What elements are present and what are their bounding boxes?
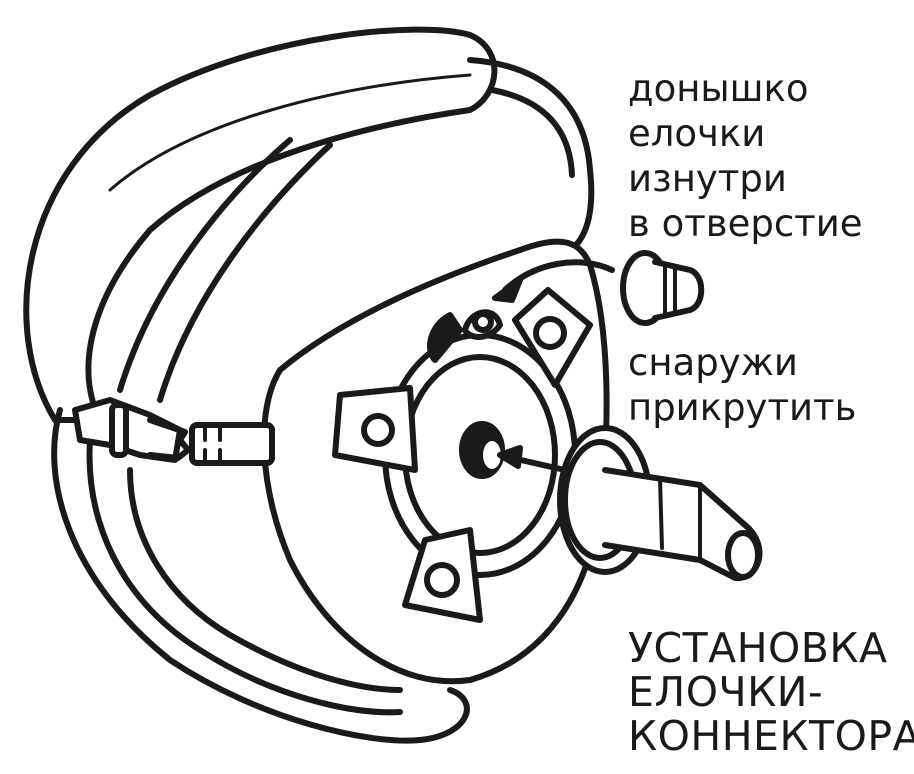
leg-straps bbox=[51, 407, 470, 744]
instruction-outside: снаружи прикрутить bbox=[628, 340, 856, 430]
diagram-title-line-1: УСТАНОВКА bbox=[628, 624, 888, 672]
diagonal-strap bbox=[117, 137, 293, 393]
instruction-inside-line-3: изнутри bbox=[628, 157, 787, 200]
center-hole bbox=[459, 421, 505, 479]
instruction-outside-line-1: снаружи bbox=[628, 341, 798, 384]
connector-base-part bbox=[620, 250, 705, 326]
instruction-inside-line-1: донышко bbox=[628, 67, 809, 110]
diagram-title: УСТАНОВКА ЕЛОЧКИ- КОННЕКТОРА bbox=[628, 626, 914, 758]
connector-mount-part bbox=[557, 425, 763, 581]
diagram-title-line-2: ЕЛОЧКИ- bbox=[628, 668, 824, 716]
arrow-screw-outside-head bbox=[497, 445, 523, 469]
diagram-title-line-3: КОННЕКТОРА bbox=[628, 712, 914, 760]
waist-strap-padded bbox=[23, 26, 498, 423]
instruction-outside-line-2: прикрутить bbox=[628, 386, 857, 429]
diagonal-strap-edge bbox=[157, 142, 333, 403]
instruction-inside-line-2: елочки bbox=[628, 112, 766, 155]
rivet-tabs bbox=[332, 287, 593, 623]
arrow-insert-base-head bbox=[492, 277, 523, 303]
instruction-inside: донышко елочки изнутри в отверстие bbox=[628, 66, 863, 246]
side-buckle bbox=[72, 397, 275, 466]
instruction-inside-line-4: в отверстие bbox=[628, 202, 863, 245]
rear-strap bbox=[467, 57, 595, 253]
